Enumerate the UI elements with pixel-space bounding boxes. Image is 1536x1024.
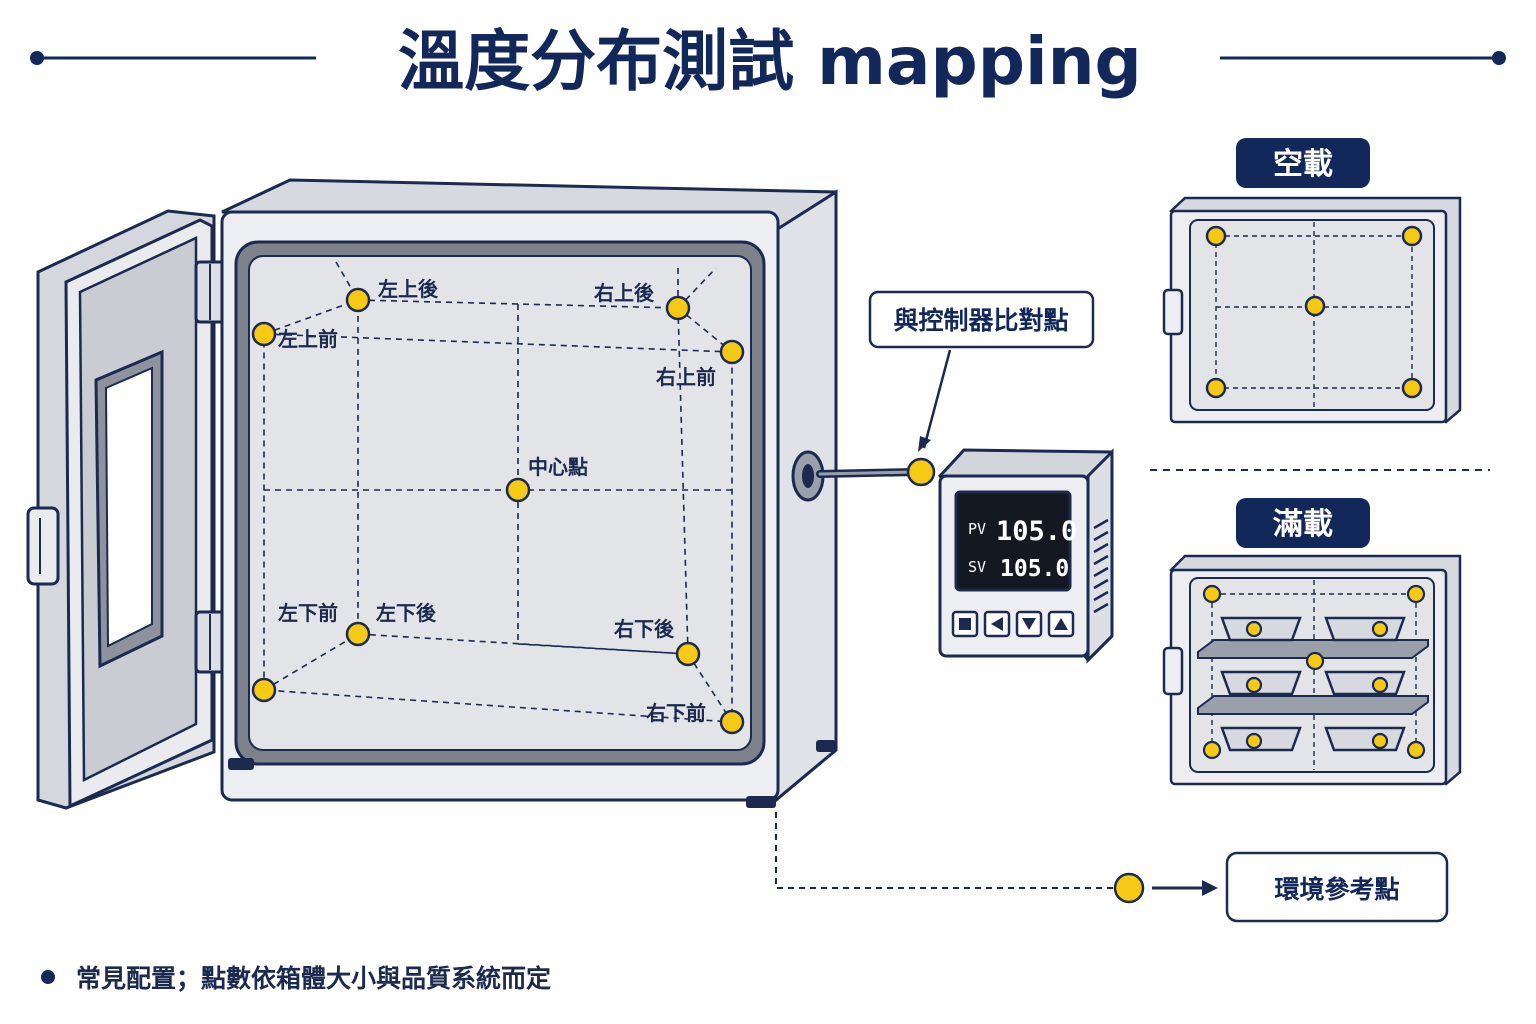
chamber-door [26, 209, 216, 810]
full-sensor-tray-3 [1245, 676, 1263, 694]
empty-load-chamber [1162, 196, 1462, 424]
callout-arrow [922, 349, 952, 449]
ambient-box [1225, 851, 1449, 923]
sensor-right-top-front [719, 339, 745, 365]
ambient-leader [775, 812, 1114, 889]
sensor-right-bottom-back [675, 641, 701, 667]
footnote: 常見配置；點數依箱體大小與品質系統而定 [76, 964, 551, 993]
full-sensor-tray-2 [1371, 620, 1389, 638]
full-sensor-tray-1 [1245, 620, 1263, 638]
full-load-tag [1236, 498, 1370, 548]
title-rule [30, 51, 1506, 65]
label-right-bottom-back: 右下後 [614, 617, 675, 641]
label-left-bottom-front: 左下前 [278, 601, 338, 625]
full-sensor-bottom-left [1202, 740, 1222, 760]
label-left-top-front: 左上前 [278, 327, 338, 351]
full-sensor-tray-4 [1371, 676, 1389, 694]
pv-value: 105.0 [996, 516, 1077, 547]
empty-sensor-bottom-left [1205, 377, 1227, 399]
sensor-left-bottom-front [251, 677, 277, 703]
label-center: 中心點 [528, 455, 588, 479]
sensor-right-top-back [665, 295, 691, 321]
sensor-right-bottom-front [719, 709, 745, 735]
ambient-label: 環境參考點 [1274, 875, 1399, 904]
full-load-label: 滿載 [1273, 507, 1333, 542]
label-right-top-back: 右上後 [594, 281, 655, 305]
probe [816, 457, 936, 487]
controller-buttons [951, 610, 1075, 638]
page-title: 溫度分布測試 mapping [398, 23, 1142, 100]
full-sensor-top-left [1202, 584, 1222, 604]
note-bullet [41, 970, 55, 984]
sensor-left-top-front [251, 321, 277, 347]
sensor-controller-compare [906, 457, 936, 487]
label-left-bottom-back: 左下後 [376, 601, 437, 625]
pv-label: PV [968, 520, 986, 538]
sensor-ambient [1113, 872, 1145, 904]
sensor-left-bottom-back [345, 621, 371, 647]
full-sensor-top-right [1406, 584, 1426, 604]
sv-label: SV [968, 558, 986, 576]
sv-value: 105.0 [1000, 556, 1069, 582]
full-sensor-tray-5 [1245, 732, 1263, 750]
empty-sensor-top-right [1401, 225, 1423, 247]
empty-load-tag [1236, 138, 1370, 188]
full-sensor-bottom-right [1406, 740, 1426, 760]
full-load-chamber [1162, 554, 1462, 786]
empty-sensor-center [1304, 295, 1326, 317]
empty-load-label: 空載 [1273, 147, 1333, 182]
controller-callout: 與控制器比對點 [893, 306, 1068, 335]
label-right-bottom-front: 右下前 [646, 701, 706, 725]
sensor-left-top-back [345, 287, 371, 313]
door-handle[interactable] [26, 506, 60, 586]
full-sensor-tray-6 [1371, 732, 1389, 750]
empty-sensor-top-left [1205, 225, 1227, 247]
chamber-sensors [251, 287, 745, 735]
empty-sensor-bottom-right [1401, 377, 1423, 399]
label-left-top-back: 左上後 [378, 277, 439, 301]
label-right-top-front: 右上前 [656, 365, 716, 389]
controller-display [954, 490, 1072, 592]
callout-box [868, 290, 1095, 349]
chamber-cabinet [220, 178, 838, 808]
full-sensor-center [1305, 651, 1325, 671]
sensor-center [505, 477, 531, 503]
